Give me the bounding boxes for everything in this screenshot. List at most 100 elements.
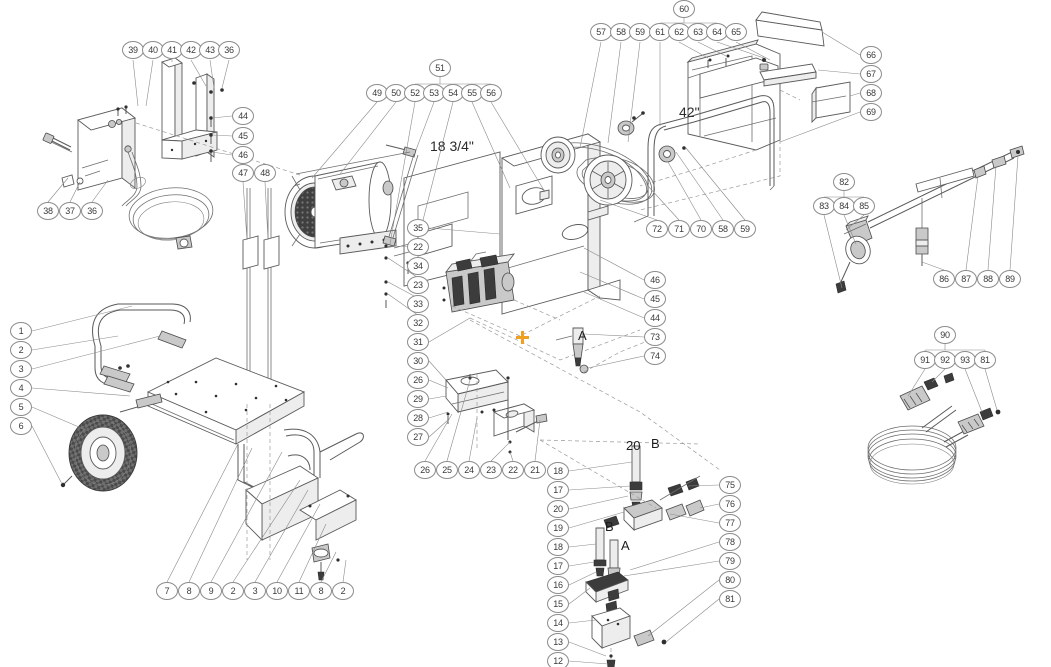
callout-bubble-46[interactable]: 46 — [232, 146, 254, 164]
callout-bubble-35[interactable]: 35 — [407, 219, 429, 237]
callout-bubble-57[interactable]: 57 — [590, 23, 612, 41]
callout-bubble-8[interactable]: 8 — [178, 582, 200, 600]
callout-bubble-71[interactable]: 71 — [668, 220, 690, 238]
callout-bubble-83[interactable]: 83 — [813, 197, 835, 215]
callout-bubble-39[interactable]: 39 — [122, 41, 144, 59]
callout-bubble-69[interactable]: 69 — [860, 103, 882, 121]
callout-bubble-23[interactable]: 23 — [480, 461, 502, 479]
callout-bubble-21[interactable]: 21 — [524, 461, 546, 479]
callout-bubble-24[interactable]: 24 — [458, 461, 480, 479]
callout-bubble-90[interactable]: 90 — [934, 326, 956, 344]
callout-bubble-2[interactable]: 2 — [332, 582, 354, 600]
callout-bubble-67[interactable]: 67 — [860, 65, 882, 83]
callout-bubble-12[interactable]: 12 — [547, 652, 569, 667]
callout-bubble-72[interactable]: 72 — [646, 220, 668, 238]
callout-bubble-59[interactable]: 59 — [734, 220, 756, 238]
callout-bubble-19[interactable]: 19 — [547, 519, 569, 537]
callout-bubble-86[interactable]: 86 — [933, 270, 955, 288]
callout-bubble-31[interactable]: 31 — [407, 333, 429, 351]
callout-bubble-92[interactable]: 92 — [934, 351, 956, 369]
callout-bubble-84[interactable]: 84 — [833, 197, 855, 215]
callout-bubble-46[interactable]: 46 — [644, 271, 666, 289]
callout-bubble-88[interactable]: 88 — [977, 270, 999, 288]
callout-bubble-23[interactable]: 23 — [407, 276, 429, 294]
callout-bubble-32[interactable]: 32 — [407, 314, 429, 332]
callout-bubble-16[interactable]: 16 — [547, 576, 569, 594]
callout-bubble-6[interactable]: 6 — [10, 417, 32, 435]
callout-bubble-5[interactable]: 5 — [10, 398, 32, 416]
callout-bubble-58[interactable]: 58 — [712, 220, 734, 238]
callout-bubble-2[interactable]: 2 — [222, 582, 244, 600]
callout-bubble-25[interactable]: 25 — [436, 461, 458, 479]
callout-bubble-89[interactable]: 89 — [999, 270, 1021, 288]
callout-bubble-15[interactable]: 15 — [547, 595, 569, 613]
callout-bubble-74[interactable]: 74 — [644, 347, 666, 365]
callout-bubble-45[interactable]: 45 — [644, 290, 666, 308]
callout-bubble-68[interactable]: 68 — [860, 84, 882, 102]
callout-bubble-2[interactable]: 2 — [10, 341, 32, 359]
callout-bubble-44[interactable]: 44 — [232, 107, 254, 125]
callout-bubble-60[interactable]: 60 — [673, 0, 695, 18]
callout-bubble-26[interactable]: 26 — [414, 461, 436, 479]
callout-bubble-17[interactable]: 17 — [547, 481, 569, 499]
callout-bubble-33[interactable]: 33 — [407, 295, 429, 313]
callout-bubble-11[interactable]: 11 — [288, 582, 310, 600]
callout-bubble-8[interactable]: 8 — [310, 582, 332, 600]
callout-bubble-80[interactable]: 80 — [719, 571, 741, 589]
callout-bubble-76[interactable]: 76 — [719, 495, 741, 513]
callout-bubble-58[interactable]: 58 — [610, 23, 632, 41]
callout-bubble-34[interactable]: 34 — [407, 257, 429, 275]
callout-bubble-81[interactable]: 81 — [719, 590, 741, 608]
callout-bubble-77[interactable]: 77 — [719, 514, 741, 532]
callout-bubble-51[interactable]: 51 — [429, 59, 451, 77]
callout-bubble-41[interactable]: 41 — [161, 41, 183, 59]
callout-bubble-13[interactable]: 13 — [547, 633, 569, 651]
callout-bubble-65[interactable]: 65 — [725, 23, 747, 41]
callout-bubble-36[interactable]: 36 — [81, 202, 103, 220]
callout-bubble-59[interactable]: 59 — [629, 23, 651, 41]
callout-bubble-44[interactable]: 44 — [644, 309, 666, 327]
callout-bubble-48[interactable]: 48 — [254, 164, 276, 182]
callout-bubble-26[interactable]: 26 — [407, 371, 429, 389]
callout-bubble-62[interactable]: 62 — [668, 23, 690, 41]
callout-bubble-3[interactable]: 3 — [10, 360, 32, 378]
callout-bubble-70[interactable]: 70 — [690, 220, 712, 238]
dimension-label: 42" — [679, 104, 700, 120]
callout-bubble-37[interactable]: 37 — [59, 202, 81, 220]
callout-bubble-82[interactable]: 82 — [833, 173, 855, 191]
callout-bubble-22[interactable]: 22 — [502, 461, 524, 479]
callout-bubble-4[interactable]: 4 — [10, 379, 32, 397]
callout-bubble-22[interactable]: 22 — [407, 238, 429, 256]
callout-bubble-66[interactable]: 66 — [860, 46, 882, 64]
callout-bubble-3[interactable]: 3 — [244, 582, 266, 600]
callout-bubble-36[interactable]: 36 — [218, 41, 240, 59]
callout-bubble-27[interactable]: 27 — [407, 428, 429, 446]
callout-bubble-79[interactable]: 79 — [719, 552, 741, 570]
callout-bubble-30[interactable]: 30 — [407, 352, 429, 370]
callout-bubble-18[interactable]: 18 — [547, 462, 569, 480]
callout-bubble-20[interactable]: 20 — [547, 500, 569, 518]
callout-bubble-85[interactable]: 85 — [853, 197, 875, 215]
callout-bubble-38[interactable]: 38 — [37, 202, 59, 220]
callout-bubble-9[interactable]: 9 — [200, 582, 222, 600]
callout-bubble-93[interactable]: 93 — [954, 351, 976, 369]
callout-bubble-17[interactable]: 17 — [547, 557, 569, 575]
callout-bubble-50[interactable]: 50 — [385, 84, 407, 102]
callout-bubble-78[interactable]: 78 — [719, 533, 741, 551]
callout-bubble-56[interactable]: 56 — [480, 84, 502, 102]
callout-bubble-45[interactable]: 45 — [232, 127, 254, 145]
callout-bubble-14[interactable]: 14 — [547, 614, 569, 632]
callout-bubble-18[interactable]: 18 — [547, 538, 569, 556]
callout-bubble-10[interactable]: 10 — [266, 582, 288, 600]
callout-bubble-91[interactable]: 91 — [914, 351, 936, 369]
callout-bubble-87[interactable]: 87 — [955, 270, 977, 288]
callout-bubble-81[interactable]: 81 — [974, 351, 996, 369]
callout-bubble-43[interactable]: 43 — [199, 41, 221, 59]
callout-bubble-7[interactable]: 7 — [156, 582, 178, 600]
callout-bubble-1[interactable]: 1 — [10, 322, 32, 340]
callout-bubble-28[interactable]: 28 — [407, 409, 429, 427]
callout-bubble-75[interactable]: 75 — [719, 476, 741, 494]
callout-bubble-29[interactable]: 29 — [407, 390, 429, 408]
callout-bubble-73[interactable]: 73 — [644, 328, 666, 346]
callout-bubble-47[interactable]: 47 — [232, 164, 254, 182]
